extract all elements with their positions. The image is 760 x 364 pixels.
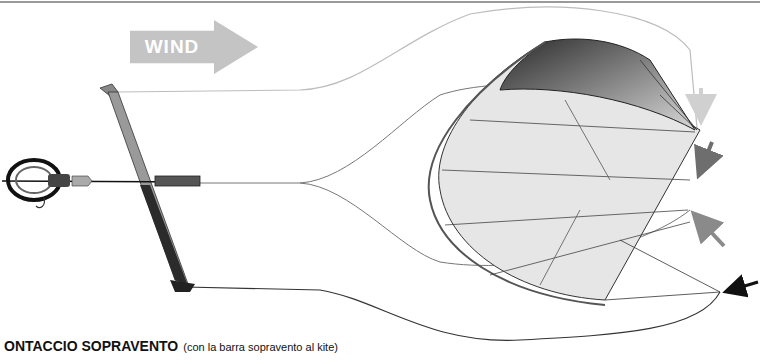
caption-line: ONTACCIO SOPRAVENTO (con la barra soprave… [4,337,338,355]
caption-heading: ONTACCIO SOPRAVENTO [4,338,178,354]
wind-arrow: WIND [130,20,258,74]
caption-note: (con la barra sopravento al kite) [183,341,338,353]
wind-label: WIND [145,36,200,58]
